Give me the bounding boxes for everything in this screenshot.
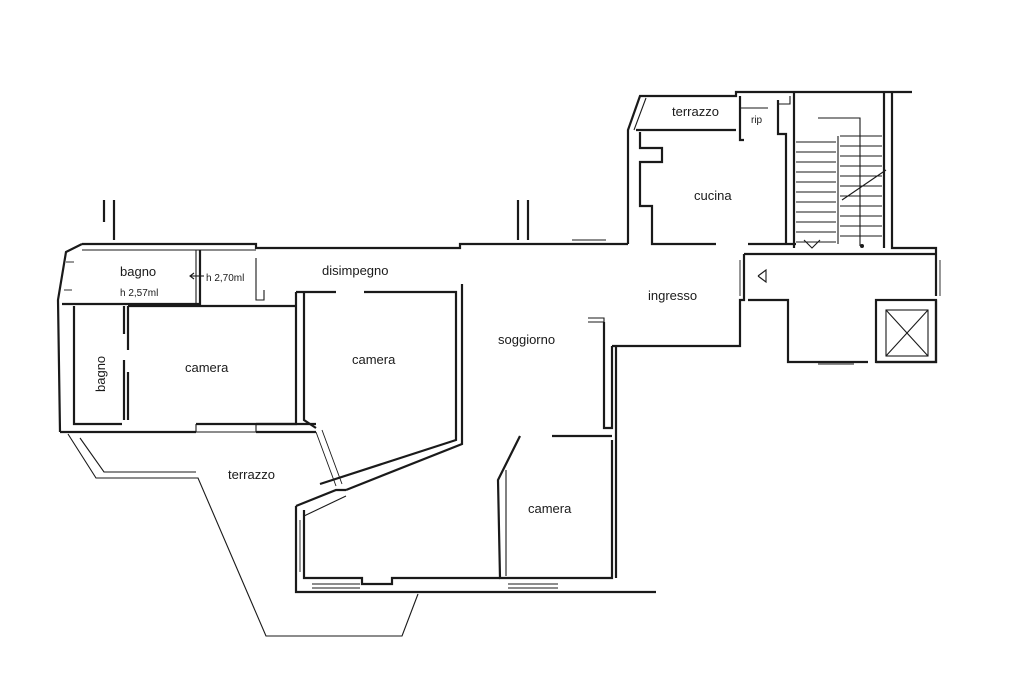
room-labels: terrazzo rip cucina bagno h 2,57ml h 2,7… — [93, 104, 763, 516]
height-marker-arrow — [189, 272, 204, 280]
label-terrazzo-bottom: terrazzo — [228, 467, 275, 482]
label-corridor-height: h 2,70ml — [206, 273, 244, 284]
label-disimpegno: disimpegno — [322, 263, 389, 278]
label-cucina: cucina — [694, 188, 732, 203]
label-bagno-side: bagno — [93, 356, 108, 392]
label-soggiorno: soggiorno — [498, 332, 555, 347]
label-ingresso: ingresso — [648, 288, 697, 303]
label-camera-left: camera — [185, 360, 229, 375]
label-rip: rip — [751, 115, 763, 126]
outer-walls — [56, 90, 941, 637]
label-bagno-height: h 2,57ml — [120, 288, 158, 299]
label-camera-bottom: camera — [528, 501, 572, 516]
label-bagno-main: bagno — [120, 264, 156, 279]
stair-treads — [796, 117, 887, 249]
label-terrazzo-top: terrazzo — [672, 104, 719, 119]
label-camera-center: camera — [352, 352, 396, 367]
